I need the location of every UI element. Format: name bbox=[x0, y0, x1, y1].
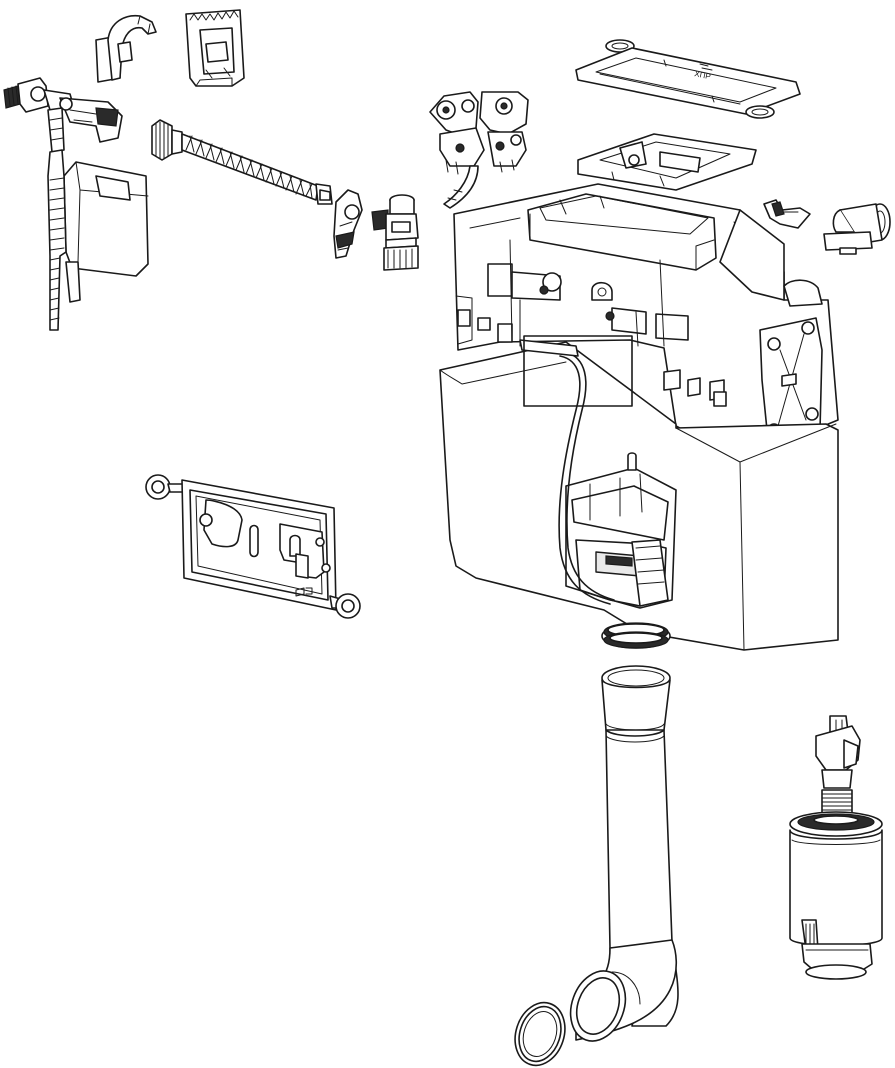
hose-connector bbox=[333, 189, 363, 259]
svg-text:ХПР: ХПР bbox=[694, 69, 712, 81]
inspection-frame: ХПР bbox=[575, 39, 801, 119]
inlet-valve-bracket bbox=[185, 9, 245, 87]
angle-stop-valve bbox=[371, 194, 419, 271]
flush-valve bbox=[789, 715, 883, 980]
frame-clip bbox=[763, 199, 811, 229]
mounting-plate bbox=[145, 474, 361, 619]
flush-valve-mechanism bbox=[429, 91, 529, 209]
pipe-seal-ring bbox=[514, 1001, 566, 1067]
cistern-tank bbox=[439, 183, 839, 651]
overflow-elbow bbox=[823, 203, 891, 255]
frame-gasket bbox=[577, 133, 757, 191]
o-ring bbox=[601, 622, 671, 649]
braided-hose bbox=[151, 119, 333, 205]
flush-pipe bbox=[569, 665, 679, 1042]
inlet-valve-clip bbox=[95, 14, 157, 83]
fill-valve bbox=[3, 77, 149, 331]
